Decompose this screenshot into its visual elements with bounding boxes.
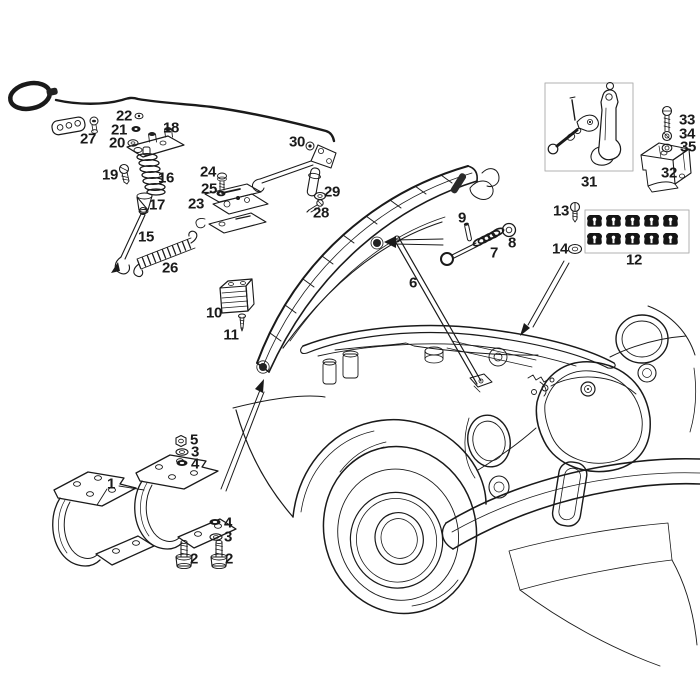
bracket-32 — [640, 142, 692, 193]
part-label-2b: 2 — [224, 550, 234, 568]
part-label-5: 5 — [189, 431, 199, 449]
part-label-16: 16 — [157, 169, 175, 187]
part-label-23: 23 — [187, 195, 205, 213]
part-label-12: 12 — [625, 251, 643, 269]
part-label-3b: 3 — [223, 528, 233, 546]
part-label-14: 14 — [551, 240, 569, 258]
car-body — [232, 305, 700, 667]
plunger-assembly-7-8-9 — [440, 222, 517, 266]
release-pull-ring — [8, 80, 58, 112]
bumper — [441, 457, 700, 550]
release-cable — [54, 96, 336, 143]
right-headlight — [615, 314, 669, 383]
part-label-17: 17 — [148, 196, 166, 214]
part-label-25: 25 — [200, 180, 218, 198]
part-label-20: 20 — [108, 134, 126, 152]
cup-17 — [136, 192, 153, 214]
screw-11 — [238, 313, 246, 332]
nut-35 — [661, 143, 673, 153]
part-label-34: 34 — [678, 125, 696, 143]
nut-5 — [175, 434, 187, 448]
pointer-arrow-latch — [384, 236, 444, 248]
screw-13 — [569, 201, 581, 223]
washer-25 — [216, 190, 226, 197]
bonnet-panel — [256, 165, 500, 374]
part-label-6: 6 — [408, 274, 418, 292]
washer-3a — [175, 448, 189, 456]
part-label-24: 24 — [199, 163, 217, 181]
clips-box-12 — [584, 209, 690, 254]
part-label-26: 26 — [161, 259, 179, 277]
screw-24 — [217, 172, 227, 191]
rod-15 — [111, 207, 147, 275]
part-label-33: 33 — [678, 111, 696, 129]
part-label-28: 28 — [312, 204, 330, 222]
part-label-4a: 4 — [190, 455, 200, 473]
part-label-2a: 2 — [189, 550, 199, 568]
part-label-31: 31 — [580, 173, 598, 191]
pointer-arrow-cowl — [520, 260, 570, 336]
washer-4b — [209, 519, 221, 525]
safety-catch-box-31 — [544, 82, 634, 172]
part-label-7: 7 — [489, 244, 499, 262]
washer-3b — [209, 533, 223, 541]
bracket-18 — [126, 127, 185, 158]
part-label-21: 21 — [110, 121, 128, 139]
part-label-32: 32 — [660, 164, 678, 182]
fasteners-22-21-20 — [127, 112, 144, 147]
part-label-27: 27 — [79, 130, 97, 148]
grille — [535, 361, 651, 473]
spring-16 — [136, 146, 166, 196]
part-label-30: 30 — [288, 133, 306, 151]
washer-14 — [567, 243, 583, 255]
bolt-19 — [118, 163, 130, 185]
part-label-11: 11 — [223, 326, 239, 344]
latch-plates-23 — [195, 183, 269, 234]
screw-28 — [306, 199, 324, 213]
bolt-33 — [661, 105, 673, 132]
part-label-35: 35 — [679, 138, 697, 156]
prop-rod-6 — [393, 235, 493, 393]
buffer-10 — [219, 278, 255, 314]
washer-34 — [661, 130, 673, 142]
part-label-10: 10 — [205, 304, 223, 322]
part-label-9: 9 — [457, 209, 467, 227]
pointer-arrow-hinge — [220, 379, 265, 492]
left-headlight — [464, 414, 511, 499]
washer-4a — [176, 460, 188, 466]
part-label-1: 1 — [106, 475, 116, 493]
crank-and-pin-30 — [252, 141, 337, 197]
part-label-15: 15 — [137, 228, 155, 246]
spring-26 — [133, 230, 198, 278]
part-label-18: 18 — [162, 119, 180, 137]
label-1-leaders — [96, 485, 145, 506]
part-label-19: 19 — [101, 166, 119, 184]
part-label-22: 22 — [115, 107, 133, 125]
part-label-8: 8 — [507, 234, 517, 252]
cable-clip-27 — [51, 116, 99, 136]
part-label-29: 29 — [323, 183, 341, 201]
part-label-3a: 3 — [190, 443, 200, 461]
part-label-4b: 4 — [223, 514, 233, 532]
part-label-13: 13 — [552, 202, 570, 220]
